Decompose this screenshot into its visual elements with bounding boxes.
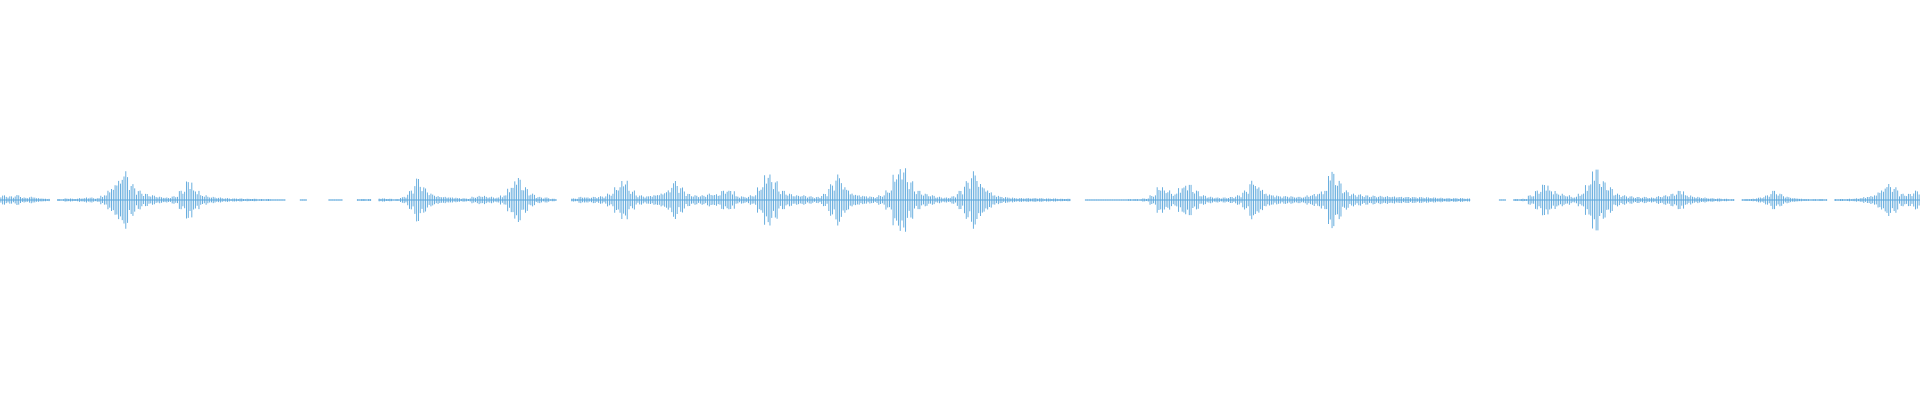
waveform-view[interactable] [0,0,1920,400]
audio-waveform[interactable] [0,0,1920,400]
